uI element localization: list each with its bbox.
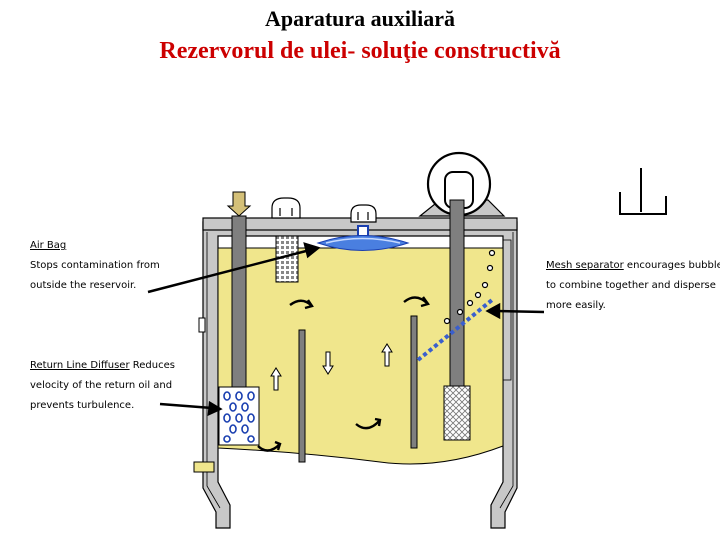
mesh-separator-rest: encourages bubbles xyxy=(624,260,720,271)
air-bag-line-2: outside the reservoir. xyxy=(30,280,136,291)
return-line-diffuser xyxy=(219,387,259,445)
filler-cap xyxy=(272,198,300,282)
mesh-separator-term: Mesh separator xyxy=(546,260,624,271)
baffle-left xyxy=(299,330,305,462)
mesh-separator-line-1: to combine together and disperse xyxy=(546,280,716,291)
ground-symbol-icon xyxy=(620,168,666,214)
return-diffuser-term: Return Line Diffuser xyxy=(30,360,130,371)
return-diffuser-line-2: prevents turbulence. xyxy=(30,400,134,411)
drain-plug xyxy=(194,462,214,472)
mesh-separator-line-2: more easily. xyxy=(546,300,606,311)
baffle-right xyxy=(411,316,417,448)
air-bag-term: Air Bag xyxy=(30,240,66,251)
mesh-separator-label: Mesh separator encourages bubbles to com… xyxy=(546,256,720,316)
air-bag-label: Air Bag Stops contamination from outside… xyxy=(30,236,160,296)
return-diffuser-line-1: velocity of the return oil and xyxy=(30,380,172,391)
air-bag-line-1: Stops contamination from xyxy=(30,260,160,271)
return-diffuser-label: Return Line Diffuser Reduces velocity of… xyxy=(30,356,175,416)
return-diffuser-rest: Reduces xyxy=(130,360,175,371)
